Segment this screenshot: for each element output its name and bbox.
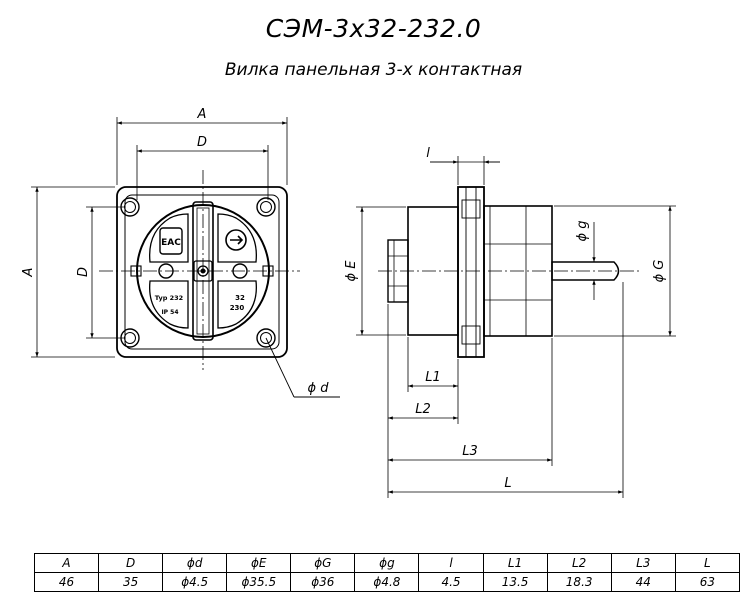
dim-A-top: A xyxy=(197,107,207,122)
front-view xyxy=(99,170,340,398)
table-header-cell: ϕg xyxy=(354,553,420,573)
svg-text:EAC: EAC xyxy=(161,238,181,248)
dim-g: ϕ g xyxy=(575,221,590,242)
table-cell: 44 xyxy=(610,572,676,592)
table-header-cell: ϕG xyxy=(290,553,356,573)
dim-L1: L1 xyxy=(425,370,441,385)
pin-left xyxy=(158,263,174,279)
dim-l-small: l xyxy=(426,146,430,161)
table-row: 46 35 ϕ4.5 ϕ35.5 ϕ36 ϕ4.8 4.5 13.5 18.3 … xyxy=(33,572,741,592)
front-markings: EAC Typ 232 IP 54 32 230 xyxy=(155,227,245,316)
dim-L: L xyxy=(504,476,511,491)
d-leader xyxy=(265,337,295,398)
drawing-title: СЭМ-3х32-232.0 xyxy=(265,14,482,43)
latch-left xyxy=(130,265,142,277)
svg-text:Typ 232: Typ 232 xyxy=(155,294,183,302)
side-dimensions xyxy=(356,156,676,498)
recess-top-right xyxy=(217,213,257,263)
table-header-cell: L3 xyxy=(610,553,676,573)
drawing-subtitle: Вилка панельная 3-х контактная xyxy=(224,60,523,80)
table-header-cell: ϕE xyxy=(226,553,292,573)
svg-text:230: 230 xyxy=(230,304,245,312)
dim-G: ϕ G xyxy=(652,260,667,283)
mounting-holes xyxy=(120,197,276,348)
dim-L3: L3 xyxy=(462,444,478,459)
recess-bottom-left xyxy=(149,280,189,329)
table-header-cell: L1 xyxy=(482,553,548,573)
side-view xyxy=(378,186,640,358)
pin-right xyxy=(232,263,248,279)
center-bar xyxy=(192,201,214,341)
table-cell: ϕ36 xyxy=(290,572,356,592)
recess-top-left xyxy=(149,213,189,263)
front-body-circle xyxy=(136,204,270,338)
table-header-cell: l xyxy=(418,553,484,573)
dim-D-left: D xyxy=(76,267,91,277)
table-cell: 35 xyxy=(98,572,164,592)
svg-text:32: 32 xyxy=(235,294,245,302)
svg-text:IP 54: IP 54 xyxy=(161,309,178,316)
table-cell: 46 xyxy=(33,572,100,592)
dim-d: ϕ d xyxy=(308,381,330,396)
dim-E: ϕ E xyxy=(344,260,359,282)
recess-bottom-right xyxy=(217,280,257,329)
table-cell: 63 xyxy=(674,572,741,592)
table-header-cell: D xyxy=(98,553,164,573)
contact-pin xyxy=(551,261,620,281)
table-cell: 13.5 xyxy=(482,572,548,592)
earth-contact-pin xyxy=(197,265,209,277)
table-header-cell: A xyxy=(33,553,100,573)
table-cell: ϕ35.5 xyxy=(226,572,292,592)
table-header-cell: ϕd xyxy=(162,553,228,573)
eac-mark-icon xyxy=(159,227,183,255)
table-cell: ϕ4.5 xyxy=(162,572,228,592)
table-header-row: A D ϕd ϕE ϕG ϕg l L1 L2 L3 L xyxy=(33,553,741,573)
dim-L2: L2 xyxy=(415,402,431,417)
front-dimensions xyxy=(31,117,288,358)
table-cell: 18.3 xyxy=(546,572,612,592)
table-header-cell: L xyxy=(674,553,741,573)
table-cell: 4.5 xyxy=(418,572,484,592)
earth-contact-housing xyxy=(193,260,213,282)
power-symbol-icon xyxy=(225,229,247,251)
front-flange xyxy=(116,186,288,358)
dim-A-left: A xyxy=(21,268,36,278)
dim-D-top: D xyxy=(197,135,207,150)
latch-right xyxy=(262,265,274,277)
table-header-cell: L2 xyxy=(546,553,612,573)
table-cell: ϕ4.8 xyxy=(354,572,420,592)
front-flange-inner xyxy=(124,194,280,350)
dimensions-table: A D ϕd ϕE ϕG ϕg l L1 L2 L3 L 46 35 ϕ4.5 … xyxy=(33,553,741,592)
